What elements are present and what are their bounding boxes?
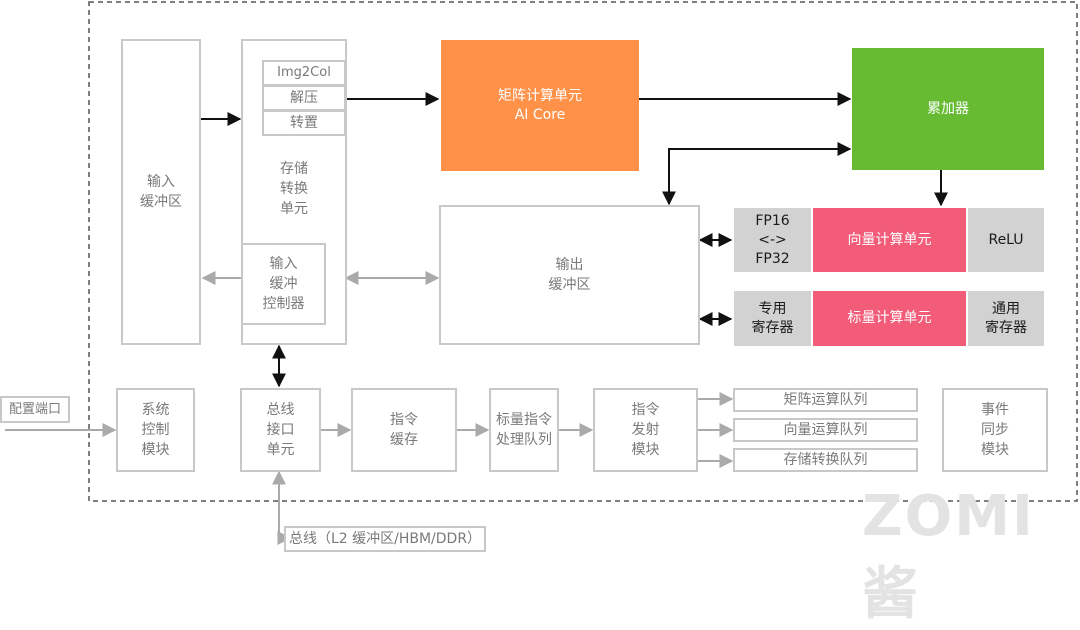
vector-compute-label: 向量计算单元 xyxy=(847,231,932,248)
bus-interface-block: 总线 接口 单元 xyxy=(240,388,321,472)
vector-queue-label: 向量运算队列 xyxy=(783,422,868,438)
bus-block: 总线（L2 缓冲区/HBM/DDR） xyxy=(284,526,486,552)
scalar-instruction-queue-block: 标量指令 处理队列 xyxy=(489,388,559,472)
instruction-cache-block: 指令 缓存 xyxy=(351,388,457,472)
accumulator-label: 累加器 xyxy=(927,100,969,117)
ai-core-boundary xyxy=(88,1,1078,502)
zomi-watermark: ZOMI酱 xyxy=(862,484,1080,630)
vector-compute-unit: 向量计算单元 xyxy=(813,208,966,272)
output-buffer-label: 输出 缓冲区 xyxy=(548,257,591,293)
matrix-queue-label: 矩阵运算队列 xyxy=(783,392,868,408)
system-control-block: 系统 控制 模块 xyxy=(116,388,195,472)
img2col-label: Img2Col xyxy=(277,65,331,80)
watermark-text: ZOMI酱 xyxy=(862,484,1035,627)
instruction-cache-label: 指令 缓存 xyxy=(390,412,418,448)
relu-block: ReLU xyxy=(968,208,1044,272)
img2col-cell: Img2Col xyxy=(262,60,346,86)
event-sync-label: 事件 同步 模块 xyxy=(981,402,1009,458)
vector-queue-block: 向量运算队列 xyxy=(733,418,918,442)
decompress-cell: 解压 xyxy=(262,85,346,111)
special-registers-label: 专用 寄存器 xyxy=(751,300,794,336)
input-buffer-label: 输入 缓冲区 xyxy=(140,174,182,210)
scalar-instruction-queue-label: 标量指令 处理队列 xyxy=(496,412,552,448)
input-buffer-controller-block: 输入 缓冲 控制器 xyxy=(241,243,326,325)
matrix-compute-label: 矩阵计算单元 AI Core xyxy=(498,87,582,123)
general-registers-label: 通用 寄存器 xyxy=(985,300,1027,336)
output-buffer-block: 输出 缓冲区 xyxy=(439,205,700,345)
bus-interface-label: 总线 接口 单元 xyxy=(266,402,295,458)
input-buffer-block: 输入 缓冲区 xyxy=(121,39,201,345)
scalar-compute-label: 标量计算单元 xyxy=(847,310,932,326)
transpose-cell: 转置 xyxy=(262,110,346,136)
relu-label: ReLU xyxy=(988,231,1024,248)
connector-layer xyxy=(5,1,1078,545)
config-port-label: 配置端口 xyxy=(8,401,61,417)
instruction-dispatch-label: 指令 发射 模块 xyxy=(631,402,660,458)
instruction-dispatch-block: 指令 发射 模块 xyxy=(593,388,698,472)
matrix-compute-unit: 矩阵计算单元 AI Core xyxy=(441,40,639,171)
scalar-compute-unit: 标量计算单元 xyxy=(813,291,966,346)
accumulator-block: 累加器 xyxy=(852,48,1044,170)
transpose-label: 转置 xyxy=(290,115,318,131)
event-sync-block: 事件 同步 模块 xyxy=(942,388,1048,472)
input-buffer-controller-label: 输入 缓冲 控制器 xyxy=(262,256,305,312)
fp16-fp32-converter: FP16 <-> FP32 xyxy=(734,208,811,272)
bus-label: 总线（L2 缓冲区/HBM/DDR） xyxy=(288,531,482,547)
arrow-accumulator-output-loop xyxy=(662,142,852,206)
general-registers-block: 通用 寄存器 xyxy=(968,291,1044,346)
config-port-block: 配置端口 xyxy=(0,396,70,423)
matrix-queue-block: 矩阵运算队列 xyxy=(733,388,918,412)
decompress-label: 解压 xyxy=(290,90,318,106)
storage-queue-label: 存储转换队列 xyxy=(783,452,868,468)
storage-queue-block: 存储转换队列 xyxy=(733,448,918,472)
fp16-fp32-label: FP16 <-> FP32 xyxy=(755,212,790,267)
storage-conversion-label: 存储 转换 单元 xyxy=(280,161,308,217)
system-control-label: 系统 控制 模块 xyxy=(141,402,170,458)
special-registers-block: 专用 寄存器 xyxy=(734,291,811,346)
